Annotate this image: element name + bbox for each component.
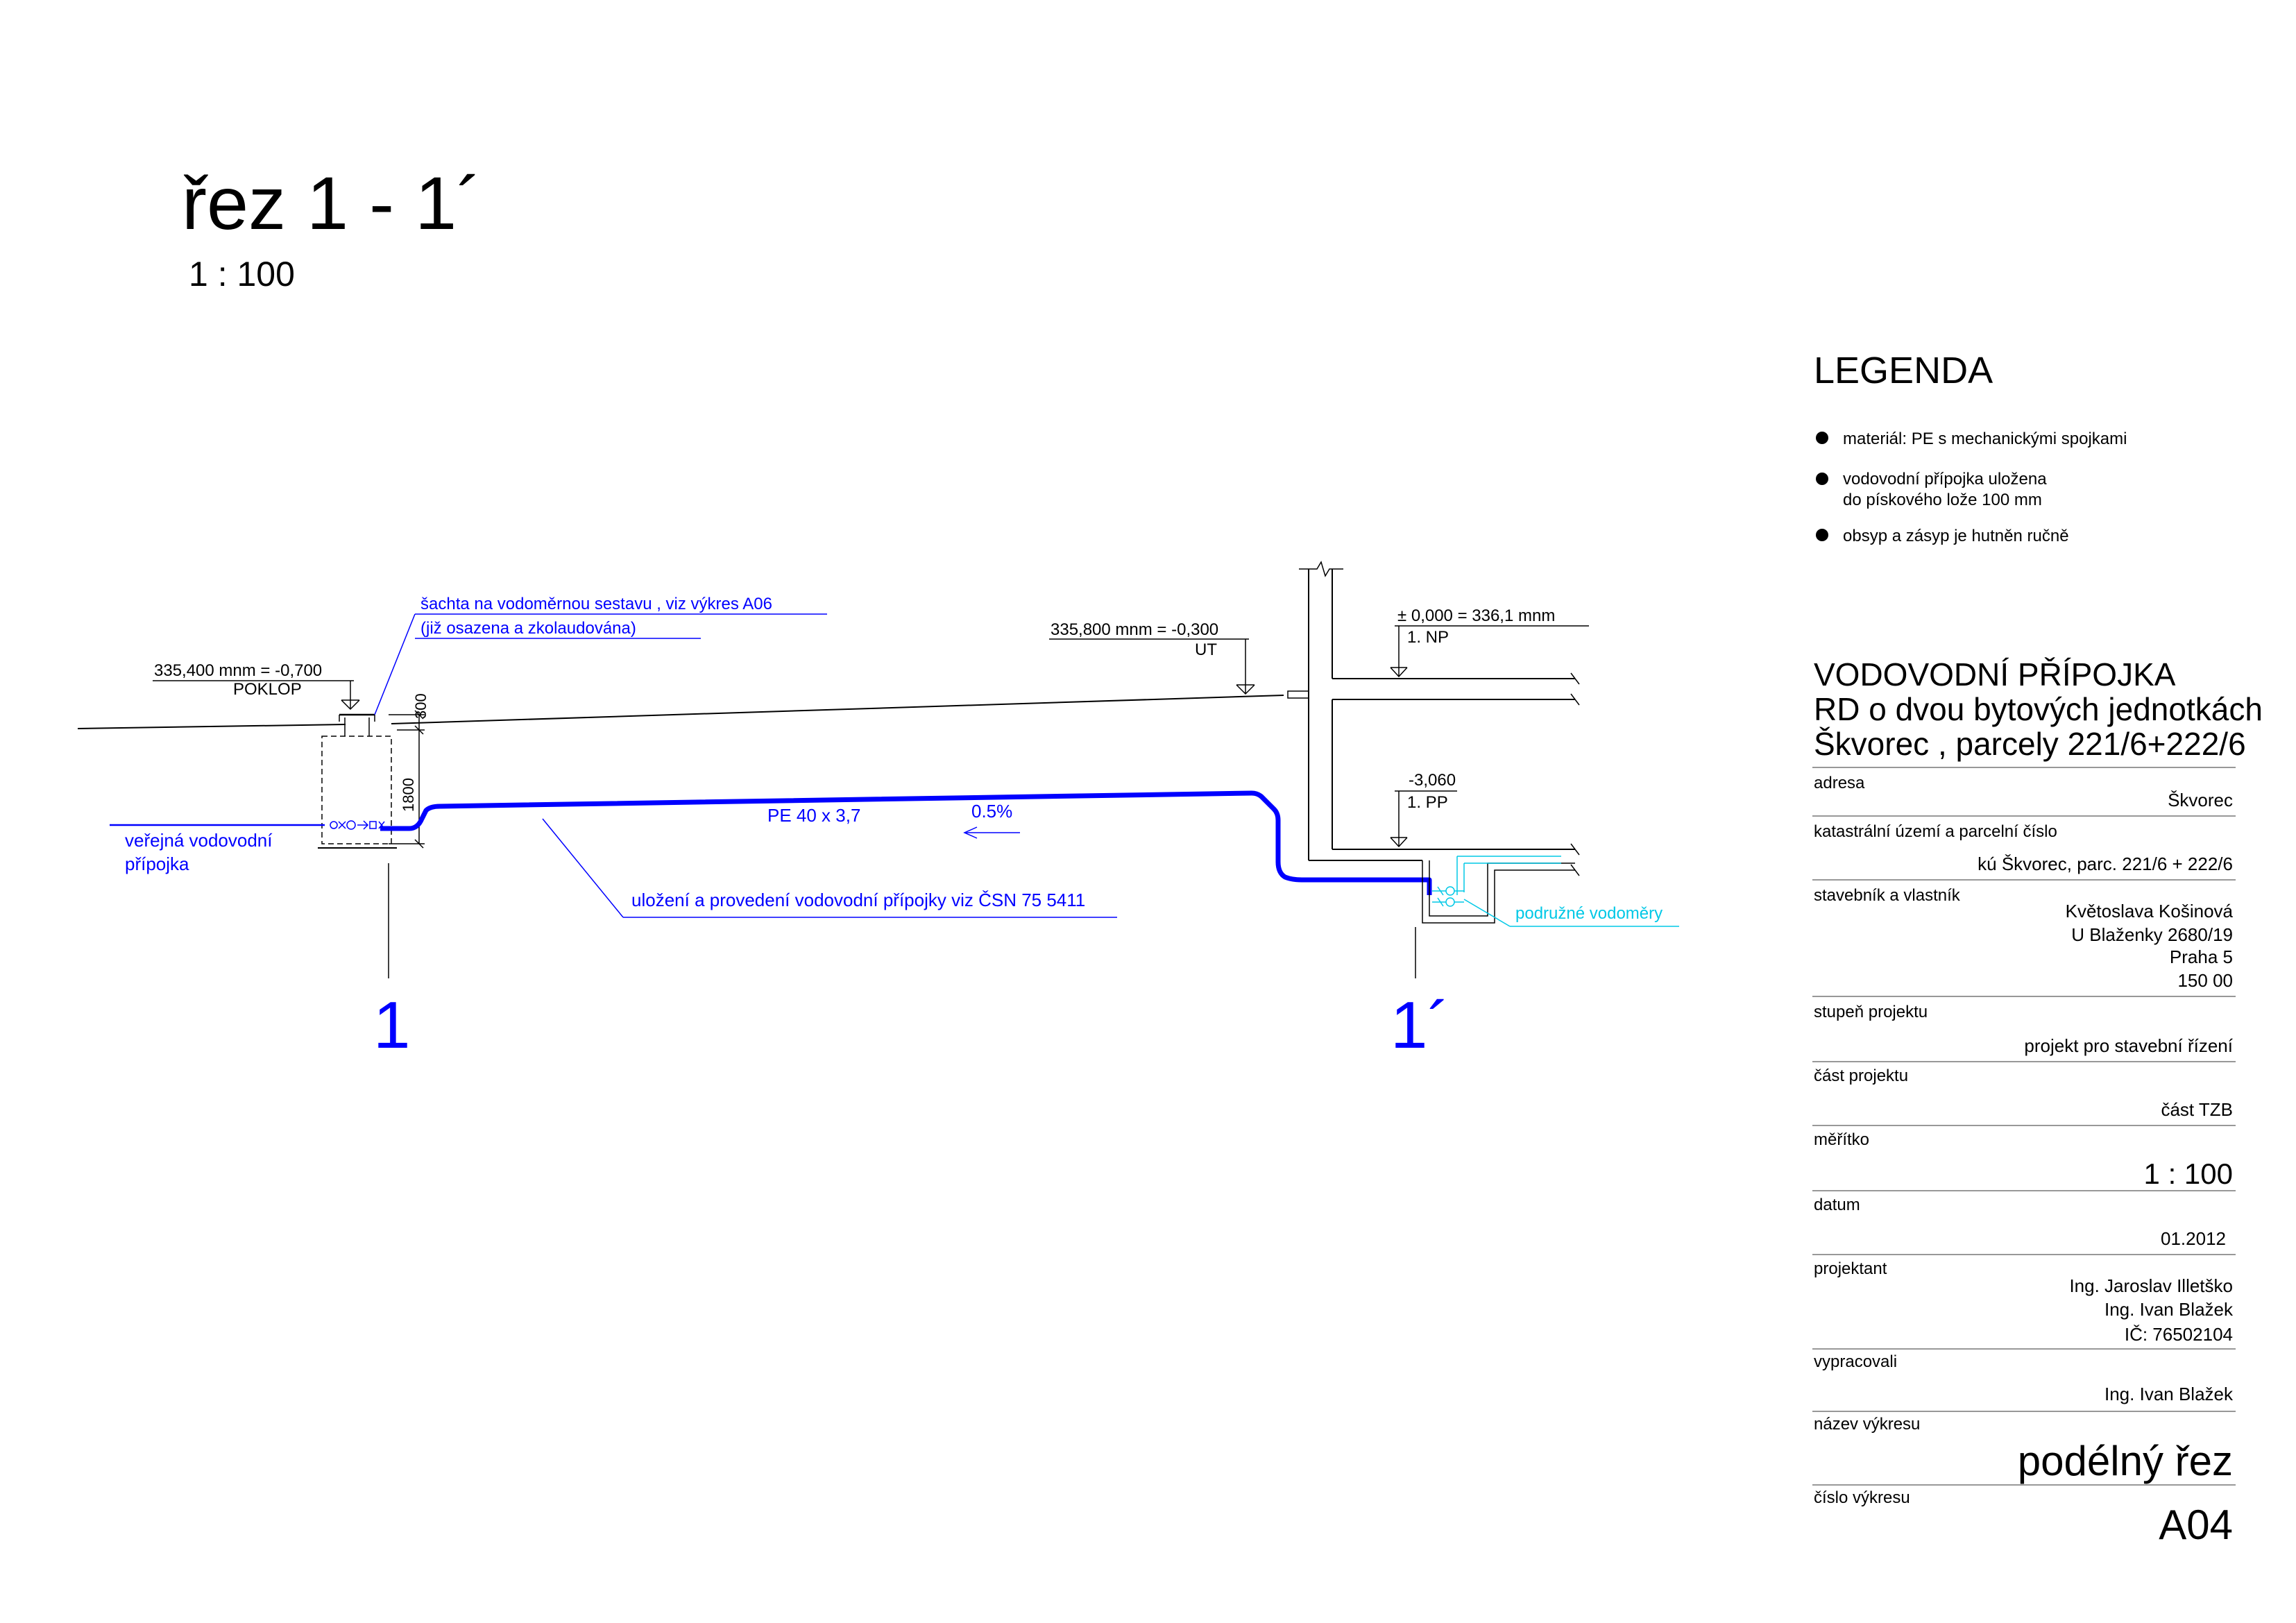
scale-value: 1 : 100 — [2144, 1157, 2233, 1190]
section-title: řez 1 - 1´ — [182, 161, 482, 245]
date-label: datum — [1814, 1196, 1860, 1214]
shaft-note-leader — [374, 613, 827, 715]
basement-level-text: -3,060 — [1409, 771, 1456, 790]
legend-item-2-line-1: vodovodní přípojka uložena — [1843, 470, 2047, 488]
meter-assembly — [330, 820, 385, 830]
date-value: 01.2012 — [2161, 1228, 2226, 1249]
title-block: VODOVODNÍ PŘÍPOJKA RD o dvou bytových je… — [1812, 656, 2263, 1548]
legend-bullet-3 — [1816, 529, 1828, 541]
floor-level-label: 1. NP — [1407, 628, 1449, 647]
prepared-label: vypracovali — [1814, 1352, 1897, 1371]
meter-shaft — [318, 713, 397, 849]
legend-bullet-2 — [1816, 473, 1828, 485]
terrain-line-right — [391, 695, 1284, 724]
pipe-label: PE 40 x 3,7 — [767, 805, 860, 826]
shaft-note-line-1: šachta na vodoměrnou sestavu , viz výkre… — [420, 595, 772, 613]
owner-line-4: 150 00 — [2177, 970, 2233, 991]
address-value: Škvorec — [2168, 790, 2233, 810]
floor-level-text: ± 0,000 = 336,1 mnm — [1397, 606, 1555, 625]
manhole-level-marker — [153, 680, 360, 711]
public-supply-text-1: veřejná vodovodní — [125, 830, 273, 851]
drawing-name-value: podélný řez — [2018, 1438, 2233, 1484]
flow-direction-arrow — [963, 826, 1020, 839]
designer-label: projektant — [1814, 1259, 1887, 1278]
owner-line-3: Praha 5 — [2170, 946, 2233, 967]
owner-label: stavebník a vlastník — [1814, 886, 1961, 905]
floor-level-marker — [1390, 625, 1589, 678]
terrain-level-marker — [1049, 638, 1255, 695]
designer-line-2: Ing. Ivan Blažek — [2104, 1299, 2234, 1320]
address-label: adresa — [1814, 774, 1865, 792]
water-service-pipe — [380, 790, 1432, 895]
owner-line-2: U Blaženky 2680/19 — [2071, 924, 2233, 945]
drawing-number-value: A04 — [2159, 1502, 2233, 1548]
cadastre-value: kú Škvorec, parc. 221/6 + 222/6 — [1978, 853, 2233, 874]
sub-meters-leader — [1463, 899, 1679, 927]
designer-line-3: IČ: 76502104 — [2125, 1324, 2233, 1345]
legend-item-2-line-2: do pískového lože 100 mm — [1843, 491, 2042, 509]
manhole-label-text: POKLOP — [233, 680, 302, 699]
dimension-1800: 1800 — [400, 778, 417, 812]
drawing-name-label: název výkresu — [1814, 1415, 1920, 1434]
drawing-number-label: číslo výkresu — [1814, 1488, 1910, 1507]
shaft-body — [321, 736, 392, 844]
terrain-line-left — [77, 724, 346, 729]
terrain — [77, 695, 1284, 729]
terrain-level-text: 335,800 mnm = -0,300 — [1051, 620, 1218, 639]
stage-label: stupeň projektu — [1814, 1003, 1928, 1021]
installation-note: uložení a provedení vodovodní přípojky v… — [631, 890, 1085, 910]
owner-line-1: Květoslava Košinová — [2066, 901, 2234, 921]
project-heading-2: RD o dvou bytových jednotkách — [1814, 691, 2263, 727]
stage-value: projekt pro stavební řízení — [2024, 1035, 2233, 1056]
shaft-note-line-2: (již osazena a zkolaudována) — [420, 619, 636, 638]
cadastre-label: katastrální území a parcelní číslo — [1814, 822, 2057, 841]
installation-note-leader — [542, 818, 1117, 918]
project-heading-1: VODOVODNÍ PŘÍPOJKA — [1814, 656, 2176, 692]
manhole-level-text: 335,400 mnm = -0,700 — [154, 661, 322, 680]
cut-label-left: 1 — [373, 988, 410, 1062]
cut-label-right: 1´ — [1391, 988, 1449, 1062]
sub-meters — [1432, 856, 1561, 907]
basement-level-marker — [1390, 790, 1457, 848]
slope-label: 0.5% — [971, 801, 1012, 822]
legend-item-1: materiál: PE s mechanickými spojkami — [1843, 430, 2127, 448]
designer-line-1: Ing. Jaroslav Illetško — [2069, 1275, 2233, 1296]
part-label: část projektu — [1814, 1067, 1908, 1085]
meter-pit — [1422, 860, 1575, 924]
legend-heading: LEGENDA — [1814, 350, 1993, 391]
legend-bullet-1 — [1816, 432, 1828, 444]
legend-item-3: obsyp a zásyp je hutněn ručně — [1843, 527, 2069, 545]
basement-level-label: 1. PP — [1407, 793, 1448, 812]
part-value: část TZB — [2161, 1099, 2233, 1120]
public-supply-text-2: přípojka — [125, 853, 189, 874]
scale-label: měřítko — [1814, 1130, 1869, 1149]
dimension-300: 300 — [412, 693, 430, 719]
section-scale: 1 : 100 — [189, 255, 295, 294]
project-heading-3: Škvorec , parcely 221/6+222/6 — [1814, 726, 2246, 762]
terrain-level-label: UT — [1195, 640, 1217, 659]
prepared-value: Ing. Ivan Blažek — [2104, 1384, 2234, 1404]
sub-meters-label: podružné vodoměry — [1515, 904, 1663, 923]
